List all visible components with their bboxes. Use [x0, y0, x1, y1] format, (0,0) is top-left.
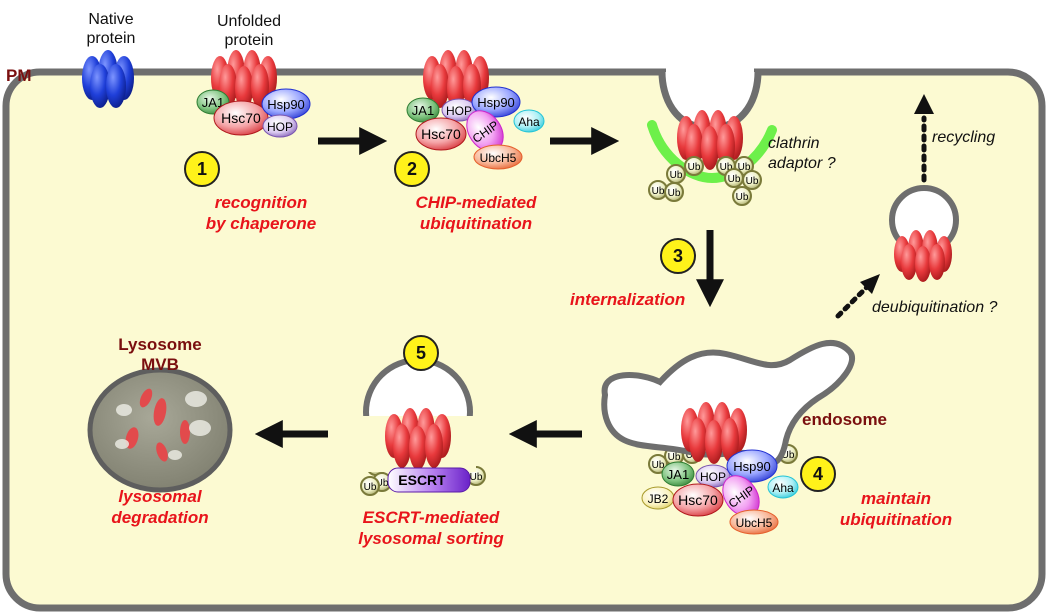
ub-label: Ub	[470, 472, 483, 483]
hsp90-label: Hsp90	[733, 459, 771, 474]
endosome-label: endosome	[802, 410, 888, 429]
step-6-label: lysosomal degradation	[111, 487, 209, 527]
ubiquitin-bead: Ub	[666, 164, 686, 184]
ub-label: Ub	[364, 482, 377, 493]
clathrin-adaptor-label: clathrin adaptor ?	[768, 135, 836, 172]
pit-opening-cover	[666, 62, 754, 75]
hsc70-label: Hsc70	[421, 126, 461, 142]
ubch5-label: UbcH5	[736, 516, 773, 530]
escrt-complex	[387, 467, 471, 493]
hop-label: HOP	[267, 120, 293, 134]
ub-label: Ub	[652, 460, 665, 471]
ja1-label: JA1	[667, 467, 689, 482]
escrt-label: ESCRT	[398, 472, 446, 488]
native-protein	[82, 50, 134, 108]
step-2-badge: 2	[394, 151, 430, 187]
lysosome-contents	[115, 388, 211, 462]
ub-label: Ub	[736, 192, 749, 203]
aha-label: Aha	[518, 115, 540, 129]
step-5-label: ESCRT-mediated lysosomal sorting	[358, 508, 504, 548]
ub-label: Ub	[720, 162, 733, 173]
ub-label: Ub	[652, 186, 665, 197]
ja1-label: JA1	[202, 95, 224, 110]
complex-step4: JA1 HOP Hsp90 JB2 Hsc70 CHIP Aha UbcH5	[641, 449, 799, 535]
hsp90-label: Hsp90	[267, 97, 305, 112]
recycled-protein	[894, 230, 952, 282]
pm-label: PM	[6, 66, 32, 85]
step-1-label: recognition by chaperone	[205, 193, 317, 233]
hop-label: HOP	[700, 470, 726, 484]
ja1-label: JA1	[412, 103, 434, 118]
clathrin-adaptor	[647, 120, 777, 184]
hsc70-label: Hsc70	[221, 110, 261, 126]
ubch5-label: UbcH5	[480, 151, 517, 165]
mvb-protein	[385, 408, 451, 470]
deubiquitination-label: deubiquitination ?	[872, 299, 998, 316]
complex-step2: JA1 HOP Hsp90 Hsc70 CHIP Aha UbcH5	[406, 86, 545, 170]
ubiquitin-bead: Ub	[724, 168, 744, 188]
step-4-label: maintain ubiquitination	[839, 489, 953, 529]
unfolded-protein-2	[423, 50, 489, 110]
step-3-label: internalization	[570, 290, 686, 309]
jb2-label: JB2	[648, 492, 669, 506]
ubiquitin-bead: Ub	[664, 182, 684, 202]
ubiquitin-bead: Ub	[360, 476, 380, 496]
hop-label: HOP	[446, 104, 472, 118]
complex-step1: JA1 Hsc70 Hsp90 HOP	[196, 88, 311, 138]
recycling-label: recycling	[932, 129, 996, 146]
ub-label: Ub	[668, 452, 681, 463]
aha-label: Aha	[772, 481, 794, 495]
ubiquitin-bead: Ub	[732, 186, 752, 206]
arrow-deubiquitination-head	[860, 274, 880, 294]
unfolded-protein-label: Unfolded protein	[216, 13, 282, 49]
step-4-badge: 4	[800, 456, 836, 492]
native-protein-label: Native protein	[86, 11, 136, 47]
lysosome-mvb-label: Lysosome MVB	[118, 335, 202, 374]
ub-label: Ub	[670, 170, 683, 181]
hsp90-label: Hsp90	[477, 95, 515, 110]
step-5-badge: 5	[403, 335, 439, 371]
ubiquitin-bead: Ub	[684, 156, 704, 176]
arrow-recycling-head	[914, 94, 934, 114]
step-1-badge: 1	[184, 151, 220, 187]
ub-label: Ub	[728, 174, 741, 185]
arrow-deubiquitination	[835, 283, 871, 319]
unfolded-protein-pit	[677, 110, 743, 170]
ubiquitin-bead: Ub	[742, 170, 762, 190]
ub-label: Ub	[668, 188, 681, 199]
ub-label: Ub	[782, 450, 795, 461]
ub-label: Ub	[688, 162, 701, 173]
ub-label: Ub	[376, 478, 389, 489]
ubiquitin-bead: Ub	[648, 454, 668, 474]
ub-label: Ub	[738, 162, 751, 173]
step-2-label: CHIP-mediated ubiquitination	[415, 193, 537, 233]
ub-label: Ub	[746, 176, 759, 187]
endosome	[601, 339, 855, 467]
endosome-protein	[681, 402, 747, 464]
cytoplasm	[2, 68, 1046, 612]
step-3-badge: 3	[660, 238, 696, 274]
hsc70-label: Hsc70	[678, 492, 718, 508]
